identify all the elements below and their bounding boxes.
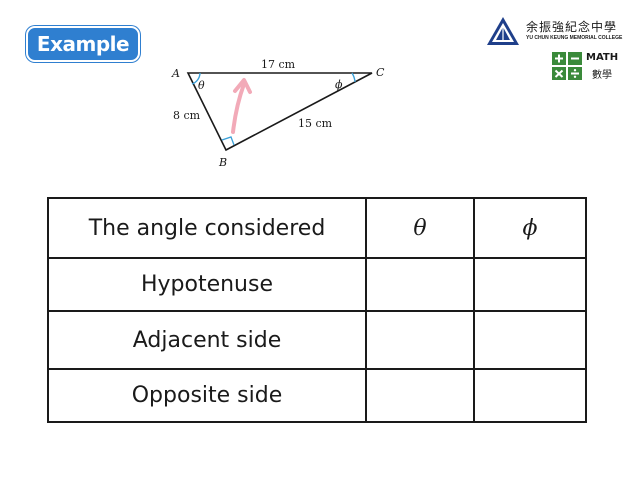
angle-label-theta: θ <box>198 79 205 92</box>
cell-hypotenuse-theta[interactable] <box>365 257 475 312</box>
school-name-chinese: 余振強紀念中學 <box>526 20 618 34</box>
triangle-outline <box>186 72 373 152</box>
cell-adjacent-theta[interactable] <box>365 310 475 370</box>
row-label-hypotenuse: Hypotenuse <box>47 257 367 312</box>
math-label-chinese: 數學 <box>592 70 612 81</box>
header-angle-considered: The angle considered <box>47 197 367 259</box>
row-label-opposite: Opposite side <box>47 368 367 423</box>
header-theta-symbol: θ <box>413 215 427 241</box>
right-angle-mark <box>221 136 235 146</box>
side-label-bc: 15 cm <box>298 117 333 130</box>
school-emblem-icon <box>487 17 519 45</box>
side-label-ab: 8 cm <box>173 109 201 122</box>
cell-opposite-phi[interactable] <box>473 368 587 423</box>
theta-angle-mark <box>191 72 201 85</box>
example-badge: Example <box>26 26 140 62</box>
school-name-english: YU CHUN KEUNG MEMORIAL COLLEGE <box>526 35 623 41</box>
example-badge-label: Example <box>36 32 130 56</box>
school-logo: 余振強紀念中學 YU CHUN KEUNG MEMORIAL COLLEGE <box>486 16 626 46</box>
table-row-adjacent: Adjacent side <box>47 310 587 370</box>
table-row-hypotenuse: Hypotenuse <box>47 257 587 312</box>
cell-opposite-theta[interactable] <box>365 368 475 423</box>
side-label-ac: 17 cm <box>261 58 296 71</box>
row-label-adjacent: Adjacent side <box>47 310 367 370</box>
pink-arrow-annotation <box>231 82 246 134</box>
header-phi-symbol: ϕ <box>522 215 538 241</box>
angle-label-phi: ϕ <box>335 78 343 91</box>
vertex-label-c: C <box>376 66 385 79</box>
table-header-row: The angle considered θ ϕ <box>47 197 587 259</box>
cell-adjacent-phi[interactable] <box>473 310 587 370</box>
vertex-label-a: A <box>171 67 180 80</box>
trig-sides-table: The angle considered θ ϕ Hypotenuse Adja… <box>47 197 587 423</box>
header-phi: ϕ <box>473 197 587 259</box>
header-theta: θ <box>365 197 475 259</box>
math-subject-logo: MATH 數學 <box>552 52 632 82</box>
right-triangle-diagram: A B C θ ϕ 17 cm 8 cm 15 cm <box>171 58 385 169</box>
math-operators-icon <box>552 52 582 80</box>
vertex-label-b: B <box>218 156 227 169</box>
phi-angle-mark <box>351 72 356 83</box>
pink-arrow-head <box>233 78 252 94</box>
cell-hypotenuse-phi[interactable] <box>473 257 587 312</box>
math-label: MATH <box>586 52 619 63</box>
table-row-opposite: Opposite side <box>47 368 587 423</box>
